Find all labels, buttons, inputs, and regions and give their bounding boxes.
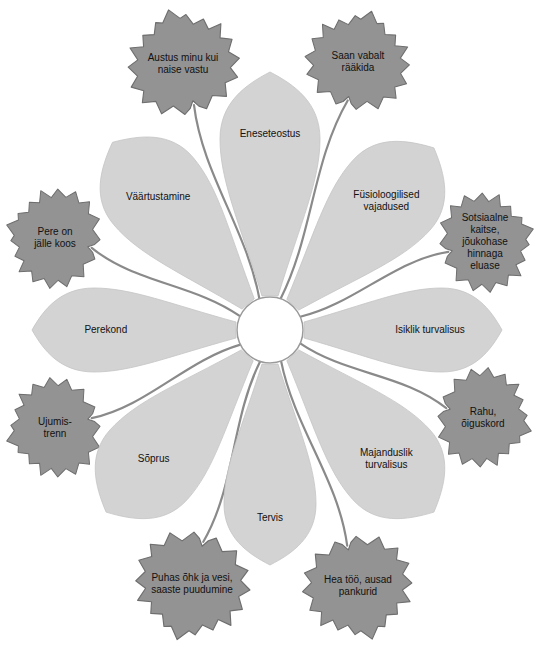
value-petal: Isiklik turvalisus xyxy=(302,286,504,374)
value-petal: Tervis xyxy=(222,362,318,567)
label-group: Saan vabalt rääkida xyxy=(327,50,389,74)
petal-outline xyxy=(32,288,236,372)
center-circle xyxy=(237,297,303,363)
petal-outline xyxy=(224,364,316,565)
label-group: Füsioloogilised vajadused xyxy=(346,189,426,213)
petal-outline xyxy=(287,141,445,310)
leaf-label: Rahu, õiguskord xyxy=(455,406,511,430)
leaf-outline xyxy=(0,177,110,298)
label-group: Rahu, õiguskord xyxy=(455,406,511,430)
leaf-label: Puhas õhk ja vesi, saaste puudumine xyxy=(144,572,240,596)
label-group: Isiklik turvalisus xyxy=(395,324,464,336)
label-group: Sotsiaalne kaitse, jõukohase hinnaga elu… xyxy=(455,212,515,272)
label-group: Hea töö, ausad pankurid xyxy=(316,574,400,598)
leaf-outline xyxy=(295,0,422,120)
leaf-label: Saan vabalt rääkida xyxy=(327,50,389,74)
leaf-label: Ujumis- trenn xyxy=(32,416,78,440)
label-group: Tervis xyxy=(257,512,283,524)
label-group: Austus minu kui naise vastu xyxy=(141,52,225,76)
value-petal: Füsioloogilised vajadused xyxy=(284,132,455,313)
leaf-outline xyxy=(430,181,540,302)
label-group: Eneseteostus xyxy=(240,128,301,140)
petal-shape xyxy=(222,362,318,567)
wish-leaf: Pere on jälle koos xyxy=(0,180,113,296)
value-petal: Perekond xyxy=(30,286,238,375)
wish-leaf: Saan vabalt rääkida xyxy=(297,1,419,123)
label-group: Ujumis- trenn xyxy=(32,416,78,440)
leaf-outline xyxy=(292,525,425,653)
petal-shape xyxy=(30,286,238,375)
petal-label: Majanduslik turvalisus xyxy=(351,447,421,471)
petal-outline xyxy=(100,137,254,309)
leaf-label: Sotsiaalne kaitse, jõukohase hinnaga elu… xyxy=(455,212,515,272)
value-petal: Väärtustamine xyxy=(89,129,257,312)
petal-label: Perekond xyxy=(84,324,127,336)
label-group: Sõprus xyxy=(138,453,170,465)
label-group: Väärtustamine xyxy=(126,191,190,203)
label-group: Majanduslik turvalisus xyxy=(351,447,421,471)
petal-label: Füsioloogilised vajadused xyxy=(346,189,426,213)
leaf-label: Hea töö, ausad pankurid xyxy=(316,574,400,598)
petal-shape xyxy=(89,129,257,312)
petal-label: Tervis xyxy=(257,512,283,524)
petal-label: Isiklik turvalisus xyxy=(395,324,464,336)
label-group: Puhas õhk ja vesi, saaste puudumine xyxy=(144,572,240,596)
wish-leaf: Hea töö, ausad pankurid xyxy=(294,522,422,650)
leaf-label: Austus minu kui naise vastu xyxy=(141,52,225,76)
wish-leaf: Puhas õhk ja vesi, saaste puudumine xyxy=(125,517,259,651)
label-group: Perekond xyxy=(84,324,127,336)
petal-label: Sõprus xyxy=(138,453,170,465)
label-group: Pere on jälle koos xyxy=(29,226,81,250)
wish-leaf: Sotsiaalne kaitse, jõukohase hinnaga elu… xyxy=(427,184,540,300)
petal-label: Eneseteostus xyxy=(240,128,301,140)
petal-outline xyxy=(304,288,502,372)
leaf-outline xyxy=(122,520,261,654)
petal-shape xyxy=(284,132,455,313)
leaf-outline xyxy=(0,368,110,489)
leaf-label: Pere on jälle koos xyxy=(29,226,81,250)
petal-label: Väärtustamine xyxy=(126,191,190,203)
